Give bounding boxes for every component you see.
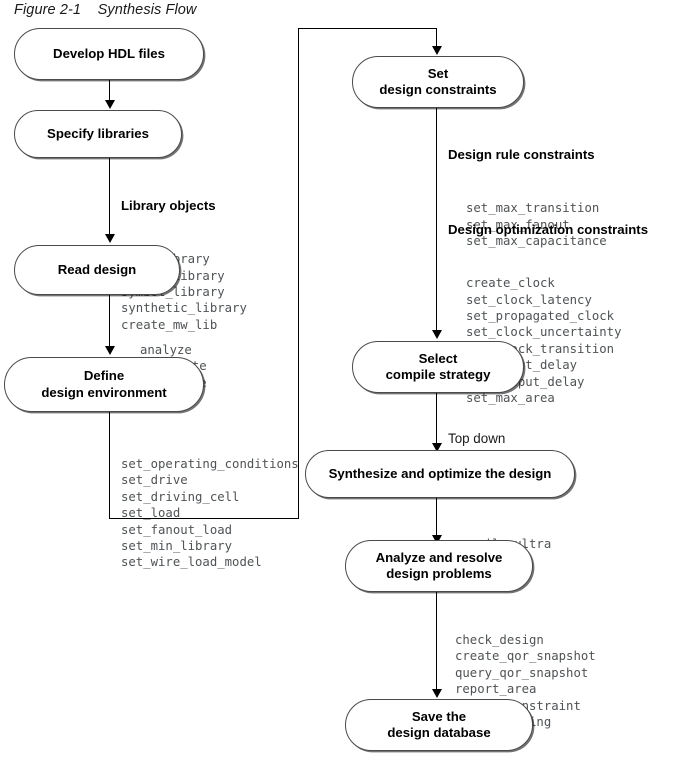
connector-top-horizontal bbox=[298, 28, 437, 29]
annotation-design-optimization-heading: Design optimization constraints bbox=[448, 222, 649, 237]
arrowhead-constraints-to-strategy bbox=[432, 330, 442, 339]
connector-synthesize-to-analyze bbox=[436, 498, 437, 540]
node-define-design-environment[interactable]: Define design environment bbox=[4, 357, 204, 412]
node-set-design-constraints-label: Set design constraints bbox=[379, 65, 497, 98]
arrowhead-into-set-constraints bbox=[432, 46, 442, 55]
connector-constraints-to-strategy bbox=[436, 108, 437, 334]
figure-caption: Figure 2-1 Synthesis Flow bbox=[14, 2, 197, 18]
connector-into-set-constraints bbox=[436, 28, 437, 50]
node-specify-libraries-label: Specify libraries bbox=[47, 125, 149, 141]
connector-develop-to-specify bbox=[109, 80, 110, 104]
connector-strategy-to-synthesize bbox=[436, 393, 437, 447]
annotation-library-objects-heading: Library objects bbox=[121, 198, 216, 213]
connector-define-env-down bbox=[109, 412, 110, 519]
node-synthesize-optimize[interactable]: Synthesize and optimize the design bbox=[305, 450, 575, 498]
arrowhead-specify-to-read bbox=[105, 234, 115, 243]
node-synthesize-optimize-label: Synthesize and optimize the design bbox=[328, 465, 552, 481]
annotation-define-env-commands-list: set_operating_conditions set_drive set_d… bbox=[121, 457, 299, 570]
node-select-compile-strategy-label: Select compile strategy bbox=[385, 350, 491, 383]
connector-specify-to-read bbox=[109, 158, 110, 238]
arrowhead-analyze-to-save bbox=[432, 689, 442, 698]
node-set-design-constraints[interactable]: Set design constraints bbox=[352, 56, 524, 108]
arrowhead-strategy-to-synthesize bbox=[432, 443, 442, 452]
node-select-compile-strategy[interactable]: Select compile strategy bbox=[352, 341, 524, 393]
connector-bottom-horizontal bbox=[109, 518, 299, 519]
arrowhead-develop-to-specify bbox=[105, 100, 115, 109]
connector-right-up bbox=[298, 28, 299, 519]
node-define-design-environment-label: Define design environment bbox=[41, 368, 167, 400]
node-save-design-database[interactable]: Save the design database bbox=[345, 699, 533, 751]
node-read-design-label: Read design bbox=[57, 261, 137, 277]
annotation-save-commands: write_file bbox=[455, 744, 529, 770]
node-analyze-resolve-label: Analyze and resolve design problems bbox=[375, 549, 503, 582]
node-read-design[interactable]: Read design bbox=[14, 245, 180, 295]
annotation-design-rule-constraints: Design rule constraints set_max_transiti… bbox=[448, 110, 607, 285]
connector-analyze-to-save bbox=[436, 592, 437, 695]
annotation-design-rule-heading: Design rule constraints bbox=[448, 147, 595, 162]
annotation-design-rule-commands: set_max_transition set_max_fanout set_ma… bbox=[466, 201, 607, 248]
node-save-design-database-label: Save the design database bbox=[387, 708, 491, 741]
annotation-define-env-commands: set_operating_conditions set_drive set_d… bbox=[121, 420, 299, 607]
connector-read-to-define bbox=[109, 295, 110, 350]
node-analyze-resolve[interactable]: Analyze and resolve design problems bbox=[345, 540, 533, 592]
node-develop-hdl-files[interactable]: Develop HDL files bbox=[14, 28, 204, 80]
node-specify-libraries[interactable]: Specify libraries bbox=[14, 110, 182, 158]
node-develop-hdl-files-label: Develop HDL files bbox=[53, 45, 165, 61]
arrowhead-read-to-define bbox=[105, 346, 115, 355]
